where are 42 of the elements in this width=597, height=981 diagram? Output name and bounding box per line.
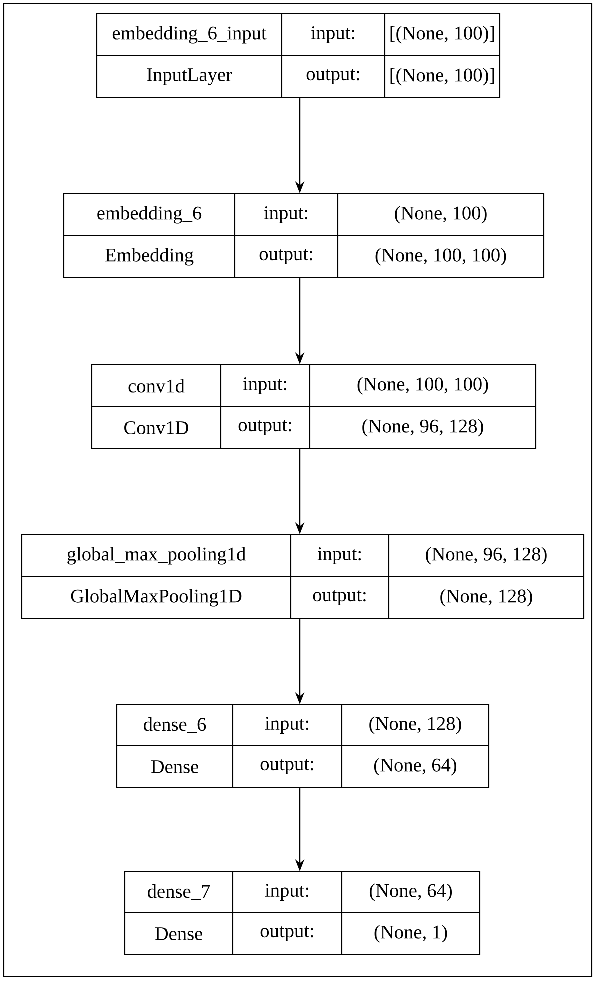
shape-value: (None, 96, 128) [362,419,484,437]
port-label: output: [313,590,366,606]
shape-value: [(None, 100)] [390,26,494,44]
shape-value: (None, 1) [374,925,448,943]
layer-table [116,704,490,789]
layer-table [21,534,585,620]
port-label: output: [260,760,314,774]
port-label: output: [260,926,314,942]
port-label: input: [265,884,308,901]
shape-value: (None, 100, 100) [358,377,488,395]
shape-value: (None, 96, 128) [426,547,547,565]
port-label: input: [265,717,308,734]
layer-table [96,13,501,99]
layer-type: InputLayer [147,68,232,86]
layer-type: Dense [155,928,202,940]
port-label: output: [238,420,292,436]
layer-table [124,871,481,956]
port-label: input: [264,206,308,224]
shape-value: [(None, 100)] [390,68,494,86]
layer-name: embedding_6 [98,206,202,224]
port-label: output: [260,250,312,264]
layer-type: GlobalMaxPooling1D [71,589,242,607]
shape-value: (None, 100) [395,206,487,224]
layer-type: Dense [151,760,198,774]
port-label: input: [311,26,354,44]
shape-value: (None, 128) [370,716,462,734]
layer-name: dense_6 [144,718,206,734]
layer-name: dense_7 [148,884,210,900]
layer-name: embedding_6_input [112,26,267,44]
layer-name: conv1d [128,379,185,393]
layer-table [91,364,537,450]
shape-value: (None, 100, 100) [376,248,506,266]
shape-value: (None, 64) [374,758,457,776]
shape-value: (None, 128) [440,589,532,607]
layer-type: Conv1D [124,422,188,434]
port-label: output: [306,70,360,84]
layer-name: global_max_pooling1d [68,547,246,565]
port-label: input: [243,378,286,394]
layer-table [63,193,545,279]
shape-value: (None, 64) [370,884,452,902]
layer-type: Embedding [106,248,194,266]
port-label: input: [318,548,361,564]
